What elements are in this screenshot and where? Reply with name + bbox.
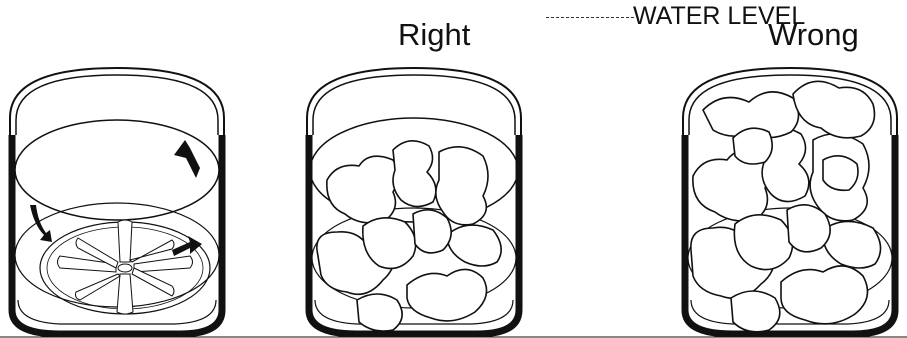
wrong-label: Wrong <box>768 19 859 50</box>
clothes-icon <box>691 81 881 332</box>
wrong-load-tub <box>683 68 897 334</box>
agitator-tub <box>10 68 224 334</box>
rotation-arrow-icon <box>30 140 202 256</box>
water-surface-ellipse <box>15 120 219 220</box>
water-level-dash <box>546 17 634 18</box>
right-label: Right <box>398 19 470 50</box>
right-load-tub <box>307 68 521 334</box>
tub-bottom-ellipse <box>15 203 219 307</box>
impeller-icon <box>58 220 193 314</box>
clothes-icon <box>317 141 501 331</box>
